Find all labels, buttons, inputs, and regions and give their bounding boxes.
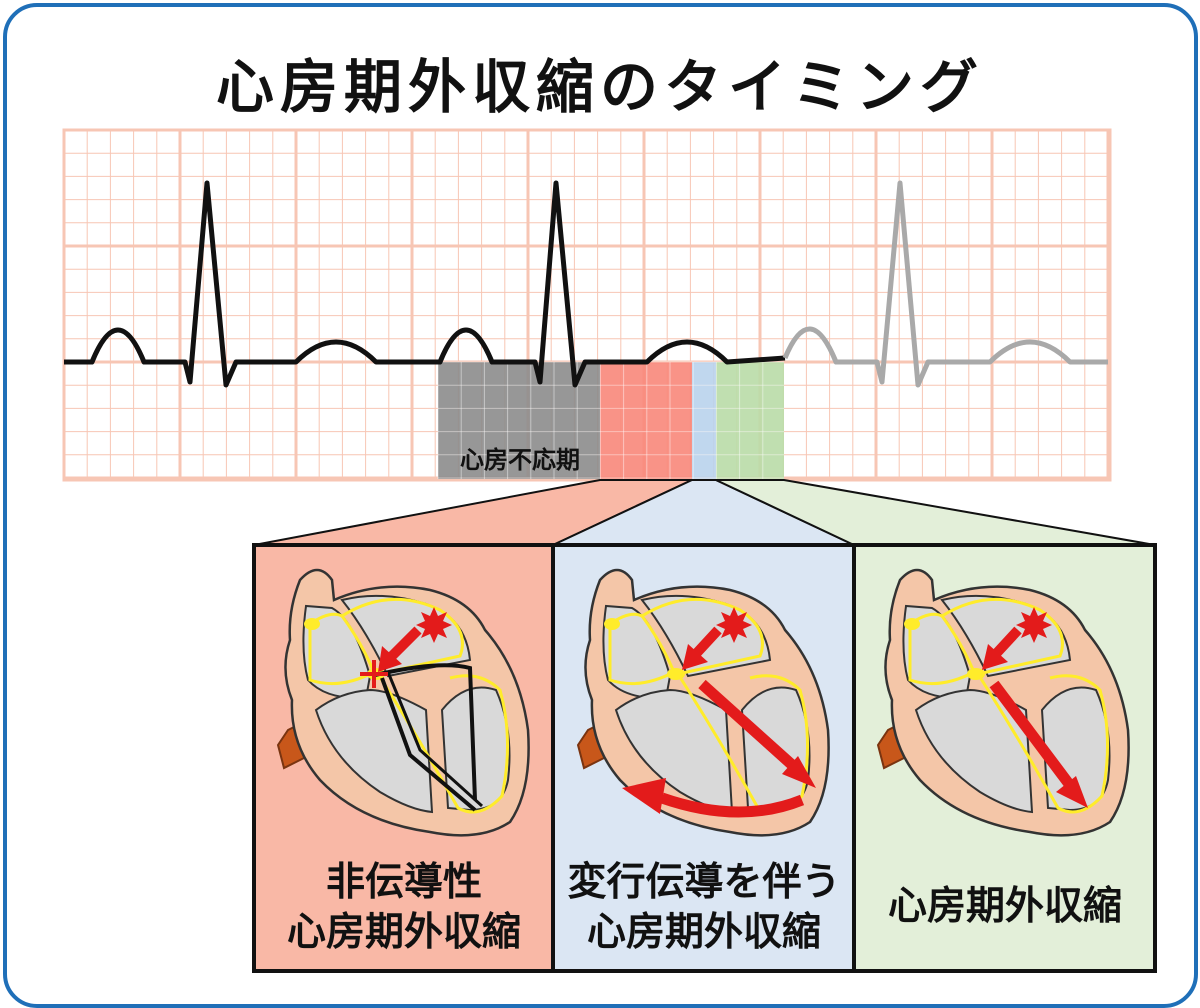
timing-zones: 心房不応期 <box>437 361 784 479</box>
panel-label-line2: 心房期外収縮 <box>286 910 521 955</box>
heart-aberrant <box>576 568 830 837</box>
ectopic-arrow <box>690 626 722 660</box>
nonconducted-zone <box>600 362 692 479</box>
heart-normal <box>876 568 1130 837</box>
ectopic-arrow <box>384 626 422 664</box>
ecg-trace-ghost <box>782 180 1108 388</box>
normal-conduction-zone <box>716 362 784 479</box>
panel-label-aberrant: 変行伝導を伴う 心房期外収縮 <box>555 858 853 958</box>
ectopic-focus-icon <box>1016 607 1052 643</box>
aberrant-zone <box>692 362 716 479</box>
panel-label-line2: 心房期外収縮 <box>586 910 821 955</box>
panel-label-line1: 心房期外収縮 <box>887 884 1122 929</box>
heart-nonconducted <box>276 568 530 837</box>
ectopic-focus-icon <box>416 607 452 643</box>
ecg-trace <box>64 180 786 388</box>
panel-label-nonconducted: 非伝導性 心房期外収縮 <box>256 858 552 958</box>
panel-label-line1: 変行伝導を伴う <box>567 860 841 905</box>
panel-label-normal: 心房期外収縮 <box>856 882 1154 932</box>
page-title: 心房期外収縮のタイミング <box>215 53 984 121</box>
panel-label-line1: 非伝導性 <box>325 860 482 905</box>
refractory-label: 心房不応期 <box>460 446 580 474</box>
ectopic-arrow <box>990 626 1022 660</box>
ectopic-focus-icon <box>716 607 752 643</box>
